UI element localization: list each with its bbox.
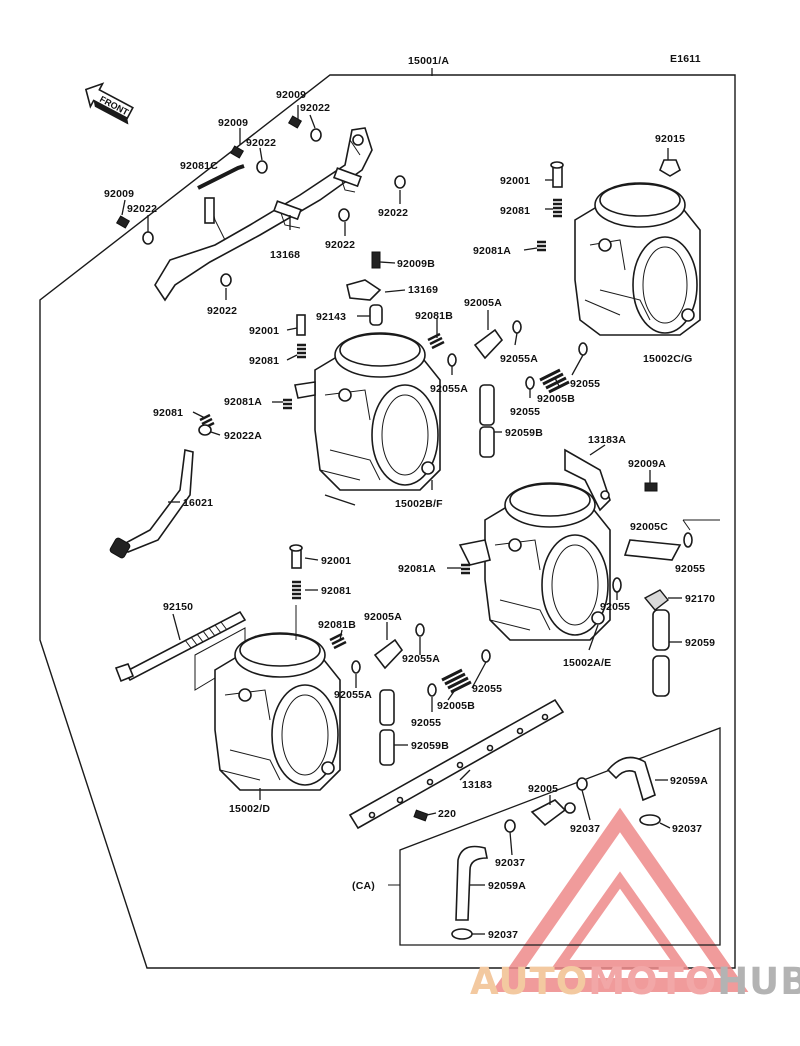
watermark-auto: AUTO — [470, 960, 588, 1003]
part-label: 92055A — [402, 653, 440, 665]
part-label: 92081B — [318, 619, 356, 631]
carb2-parts — [198, 251, 588, 458]
part-label: 92005 — [528, 783, 558, 795]
fuel-rail — [348, 698, 565, 830]
part-label: 92055A — [500, 353, 538, 365]
part-label: 13169 — [408, 284, 438, 296]
carburetor-a-e — [458, 482, 611, 641]
assembly-outline — [39, 74, 736, 969]
part-label: 92059 — [685, 637, 715, 649]
part-label: 92022 — [246, 137, 276, 149]
part-label: 92005A — [364, 611, 402, 623]
part-label: 92150 — [163, 601, 193, 613]
diagram-code: E1611 — [670, 53, 701, 65]
part-label: 92005B — [537, 393, 575, 405]
part-label: 92059A — [670, 775, 708, 787]
part-label: 92081A — [398, 563, 436, 575]
part-label: 92015 — [655, 133, 685, 145]
carburetor-c-g — [574, 182, 701, 336]
part-label: 92037 — [488, 929, 518, 941]
part-label: 92009 — [276, 89, 306, 101]
part-label: 92005B — [437, 700, 475, 712]
part-label: 92081 — [321, 585, 351, 597]
part-label: 220 — [438, 808, 456, 820]
part-label: 92059B — [411, 740, 449, 752]
part-label: 92005C — [630, 521, 668, 533]
part-label: 92009A — [628, 458, 666, 470]
part-label: 92009B — [397, 258, 435, 270]
bracket-screws — [115, 115, 406, 287]
svg-text:AUTOMOTOHUB: AUTOMOTOHUB — [470, 960, 800, 1003]
watermark-moto: MOTO — [588, 960, 717, 1003]
part-label: 15002C/G — [643, 353, 692, 365]
carburetor-d — [214, 632, 341, 791]
part-label: 16021 — [183, 497, 213, 509]
part-label: 92059A — [488, 880, 526, 892]
carburetor-b-f — [294, 332, 441, 491]
part-label: 92055 — [472, 683, 502, 695]
part-label: 92055 — [411, 717, 441, 729]
part-label: 92081 — [153, 407, 183, 419]
part-label: 92143 — [316, 311, 346, 323]
mounting-bracket — [154, 127, 373, 302]
part-label: 92022A — [224, 430, 262, 442]
part-label: 13183A — [588, 434, 626, 446]
part-label: 92055A — [334, 689, 372, 701]
part-label: 92001 — [321, 555, 351, 567]
watermark-hub: HUB — [717, 960, 800, 1003]
part-label: 92055 — [510, 406, 540, 418]
part-label: 92005A — [464, 297, 502, 309]
part-label: 92170 — [685, 593, 715, 605]
part-label: 92037 — [570, 823, 600, 835]
part-label: 92001 — [249, 325, 279, 337]
part-label: 92081 — [500, 205, 530, 217]
watermark-text: AUTOMOTOHUB — [470, 960, 800, 1003]
part-label: 15002/D — [229, 803, 270, 815]
part-label: 92055 — [570, 378, 600, 390]
part-label: 92001 — [500, 175, 530, 187]
carb1-parts — [537, 159, 681, 252]
ca-label: (CA) — [352, 880, 375, 892]
part-labels: 92009 92022 92009 92022 92081C 92009 920… — [104, 89, 715, 941]
part-label: 92081C — [180, 160, 218, 172]
part-label: 92081B — [415, 310, 453, 322]
part-label: 92022 — [207, 305, 237, 317]
part-label: 92059B — [505, 427, 543, 439]
part-label: 13183 — [462, 779, 492, 791]
part-label: 92081A — [224, 396, 262, 408]
part-label: 92009 — [104, 188, 134, 200]
part-label: 92055 — [675, 563, 705, 575]
part-label: 92037 — [495, 857, 525, 869]
front-arrow-icon: FRONT — [84, 82, 134, 125]
ca-frame — [399, 727, 721, 946]
part-label: 15002B/F — [395, 498, 443, 510]
part-label: 92037 — [672, 823, 702, 835]
part-label: 92081 — [249, 355, 279, 367]
part-label: 92055 — [600, 601, 630, 613]
part-label: 92022 — [300, 102, 330, 114]
long-bolt — [114, 610, 247, 691]
part-label: 92022 — [325, 239, 355, 251]
part-label: 92022 — [127, 203, 157, 215]
part-label: 92009 — [218, 117, 248, 129]
throttle-cable — [109, 449, 194, 559]
watermark-logo — [491, 807, 749, 992]
carb4-parts — [289, 544, 491, 766]
assembly-label: 15001/A — [408, 55, 449, 67]
part-label: 15002A/E — [563, 657, 611, 669]
carb3-parts — [461, 448, 720, 697]
part-label: 13168 — [270, 249, 300, 261]
leader-lines — [121, 105, 682, 935]
part-label: 92022 — [378, 207, 408, 219]
part-label: 92081A — [473, 245, 511, 257]
part-label: 92055A — [430, 383, 468, 395]
